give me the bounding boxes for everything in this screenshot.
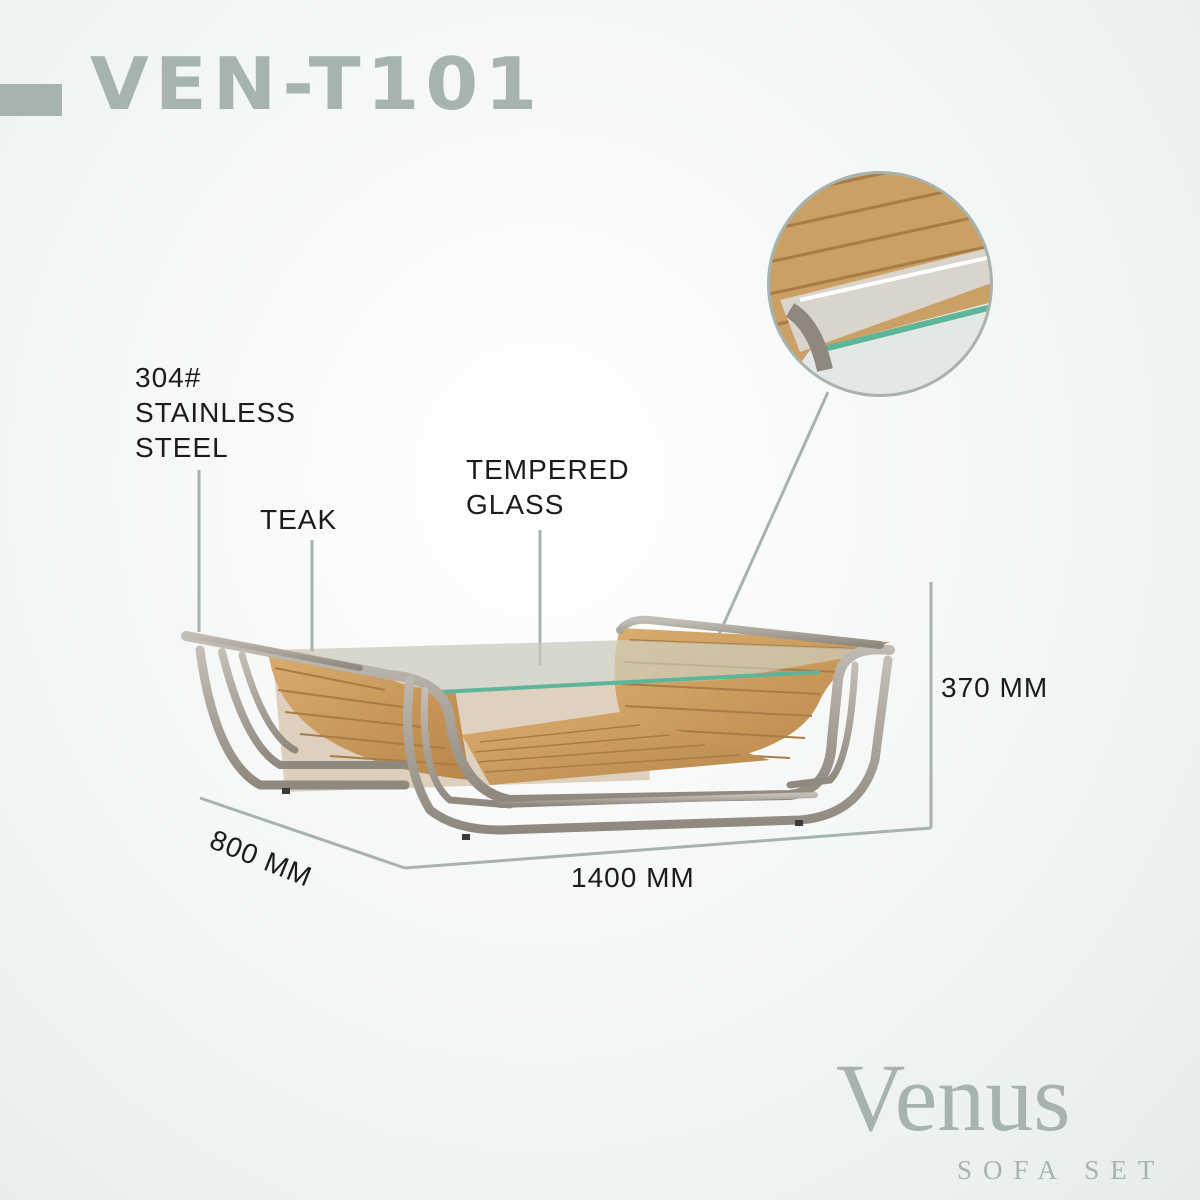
coffee-table: [181, 615, 895, 840]
tempered-glass-top: [300, 640, 890, 692]
model-code-title: VEN-T101: [90, 41, 544, 126]
brand-name: Venus: [836, 1044, 1071, 1151]
depth-dimension-line: [199, 796, 406, 870]
stainless-steel-label: 304# STAINLESS STEEL: [135, 362, 296, 463]
material-detail-inset: [767, 171, 993, 397]
dimension-lines: [199, 582, 933, 870]
width-dimension-label: 1400 MM: [571, 862, 695, 893]
detail-leader: [710, 391, 830, 651]
stainless-steel-frame: [181, 615, 895, 835]
tempered-glass-label: TEMPERED GLASS: [466, 454, 630, 520]
left-teak-panel: [268, 650, 470, 780]
teak-label: TEAK: [260, 504, 338, 535]
width-dimension-line: [404, 826, 932, 870]
title-accent-bar: [0, 84, 62, 116]
bottom-teak-shelf: [462, 712, 770, 785]
brand-subtitle: SOFA SET: [957, 1155, 1166, 1185]
height-dimension-label: 370 MM: [941, 672, 1049, 703]
